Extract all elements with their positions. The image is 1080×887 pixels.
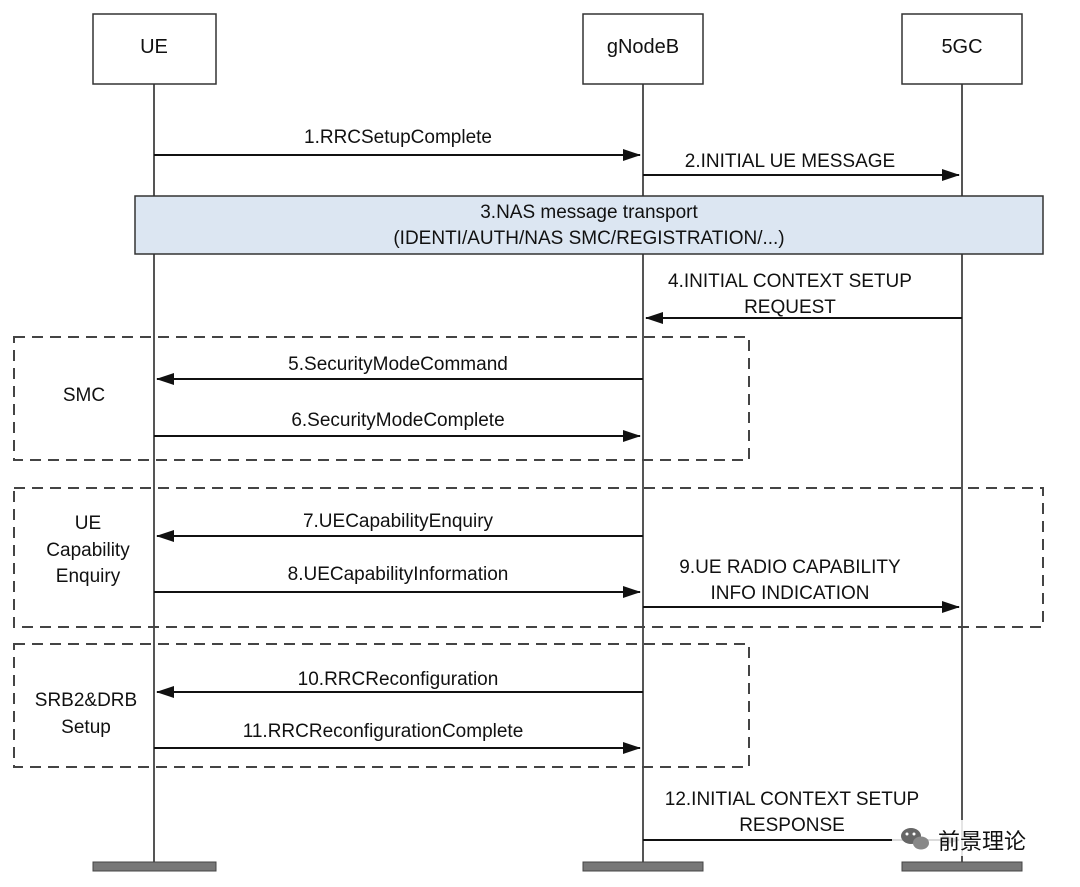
message-5-label: 5.SecurityModeCommand [288,354,508,375]
message-10-label: 10.RRCReconfiguration [298,669,499,690]
core-lifeline-footer [901,861,1023,872]
message-2-label: 2.INITIAL UE MESSAGE [685,151,895,172]
message-9-label-line1: 9.UE RADIO CAPABILITY [679,557,901,578]
message-12-label-line1: 12.INITIAL CONTEXT SETUP [665,789,919,810]
message-7-label: 7.UECapabilityEnquiry [303,511,494,532]
nas-transport-box: 3.NAS message transport (IDENTI/AUTH/NAS… [134,195,1044,255]
srb-drb-group-label-line2: Setup [61,717,111,738]
ue-capability-group-box [13,487,1044,628]
message-6-label: 6.SecurityModeComplete [291,410,504,431]
ue-entity-label: UE [140,36,168,58]
smc-group-label: SMC [63,385,105,406]
watermark: 前景理论 [892,820,1052,856]
srb-drb-group-label-line1: SRB2&DRB [35,690,137,711]
core-entity-label: 5GC [941,36,982,58]
ue-lifeline-footer [92,861,217,872]
ue-capability-group-label-line1: UE [75,513,101,534]
message-12-label-line2: RESPONSE [739,815,845,836]
smc-group-box [13,336,750,461]
srb-drb-group-box [13,643,750,768]
ue-capability-group-label-line2: Capability [46,540,130,561]
message-11-label: 11.RRCReconfigurationComplete [243,721,524,742]
message-9-label-line2: INFO INDICATION [710,583,869,604]
gnb-entity-box: gNodeB [582,13,704,85]
message-8-label: 8.UECapabilityInformation [288,564,509,585]
message-4-label-line2: REQUEST [744,297,836,318]
core-entity-box: 5GC [901,13,1023,85]
message-1-label: 1.RRCSetupComplete [304,127,492,148]
wechat-icon [901,828,929,850]
message-4-label-line1: 4.INITIAL CONTEXT SETUP [668,271,912,292]
nas-transport-title: 3.NAS message transport [480,202,698,223]
watermark-text: 前景理论 [938,830,1026,855]
nas-transport-detail: (IDENTI/AUTH/NAS SMC/REGISTRATION/...) [393,228,784,249]
ue-capability-group-label-line3: Enquiry [56,566,121,587]
gnb-lifeline-footer [582,861,704,872]
gnb-entity-label: gNodeB [607,36,679,58]
ue-entity-box: UE [92,13,217,85]
